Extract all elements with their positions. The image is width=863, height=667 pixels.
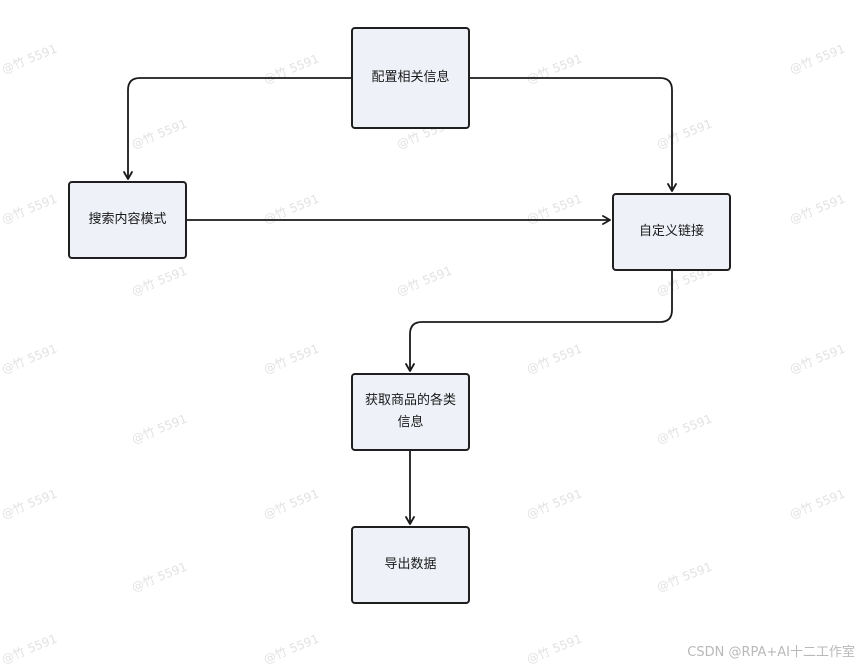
node-custom-link: 自定义链接 xyxy=(612,193,731,271)
edge-configure-to-custom-link xyxy=(470,77,677,192)
source-credit: CSDN @RPA+AI十二工作室 xyxy=(687,645,855,660)
node-custom-link-label: 自定义链接 xyxy=(638,224,704,239)
node-get-product-info: 获取商品的各类 信息 xyxy=(351,373,470,451)
node-search-content-mode-label: 搜索内容模式 xyxy=(88,212,167,227)
node-get-product-info-label-line2: 信息 xyxy=(397,415,424,430)
node-get-product-info-label-line1: 获取商品的各类 xyxy=(364,393,456,408)
node-export-data: 导出数据 xyxy=(351,526,470,604)
edge-custom-link-to-get-info xyxy=(405,271,673,372)
node-search-content-mode: 搜索内容模式 xyxy=(68,181,187,259)
edge-configure-to-search xyxy=(123,77,351,180)
node-configure-info-label: 配置相关信息 xyxy=(371,70,450,85)
node-configure-info: 配置相关信息 xyxy=(351,27,470,129)
node-export-data-label: 导出数据 xyxy=(384,557,437,572)
